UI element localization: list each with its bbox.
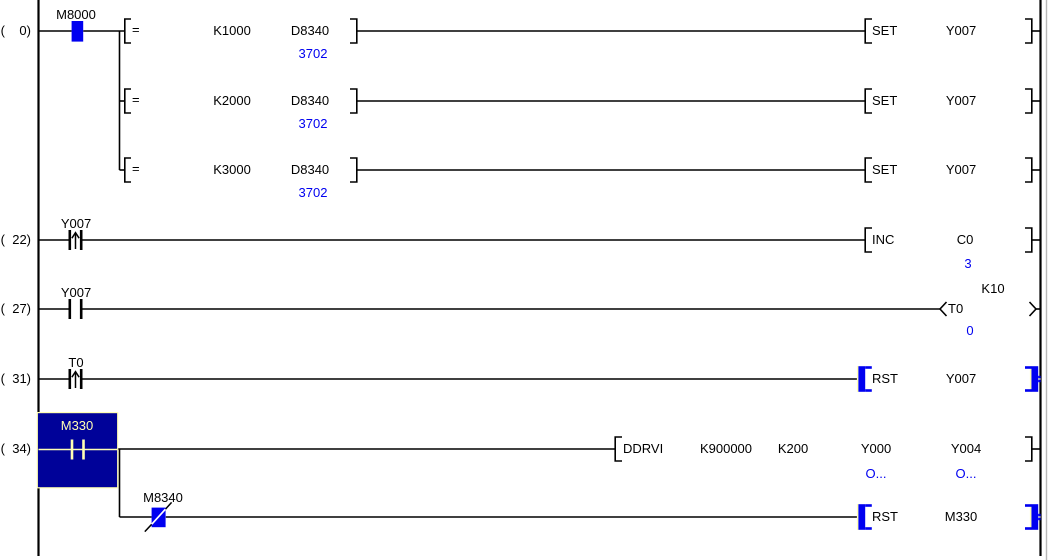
set-block-3[interactable] [864, 157, 1033, 183]
coil-dev[interactable]: T0 [948, 301, 964, 316]
monitor-value-t0: 0 [966, 323, 974, 338]
monitor-value-y004: O... [955, 466, 977, 481]
step-number-31: ( 31) [0, 371, 31, 386]
timer-coil-t0[interactable] [938, 301, 1040, 317]
rst-block-y007-energized[interactable] [856, 366, 1041, 392]
selection-cursor-m330[interactable] [36, 412, 119, 489]
rst-dev[interactable]: M330 [944, 509, 978, 524]
ddrvi-op4[interactable]: Y004 [950, 441, 982, 456]
rung-34-wires [117, 448, 1040, 517]
contact-y007-open[interactable] [68, 299, 83, 319]
contact-m8000-energized[interactable] [71, 21, 84, 42]
rst-cmd[interactable]: RST [872, 509, 898, 524]
monitor-value-y000: O... [865, 466, 887, 481]
set-dev[interactable]: Y007 [945, 23, 977, 38]
compare-dst[interactable]: D8340 [290, 23, 330, 38]
monitor-value-c0: 3 [964, 256, 972, 271]
rst-block-m330-energized[interactable] [856, 504, 1041, 530]
contact-label-y007-27[interactable]: Y007 [60, 285, 92, 300]
compare-src[interactable]: K3000 [213, 162, 251, 177]
ddrvi-op2[interactable]: K200 [777, 441, 809, 456]
compare-block-k2000[interactable] [124, 88, 358, 114]
inc-dev[interactable]: C0 [956, 232, 974, 247]
monitor-value-d8340: 3702 [298, 46, 328, 61]
compare-src[interactable]: K1000 [213, 23, 251, 38]
contact-label-m330[interactable]: M330 [60, 418, 94, 433]
set-block-2[interactable] [864, 88, 1033, 114]
set-dev[interactable]: Y007 [945, 93, 977, 108]
ddrvi-op3[interactable]: Y000 [860, 441, 892, 456]
contact-m8340-closed-energized[interactable] [144, 501, 173, 533]
compare-block-k1000[interactable] [124, 18, 358, 44]
step-number-22: ( 22) [0, 232, 31, 247]
compare-operator[interactable]: = [132, 22, 140, 37]
compare-operator[interactable]: = [132, 161, 140, 176]
ddrvi-block[interactable] [614, 436, 1033, 462]
compare-operator[interactable]: = [132, 92, 140, 107]
ddrvi-op1[interactable]: K900000 [699, 441, 753, 456]
set-cmd[interactable]: SET [872, 23, 898, 38]
compare-src[interactable]: K2000 [213, 93, 251, 108]
contact-label-y007-22[interactable]: Y007 [60, 216, 92, 231]
monitor-value-d8340: 3702 [298, 116, 328, 131]
compare-dst[interactable]: D8340 [290, 93, 330, 108]
step-number-27: ( 27) [0, 301, 31, 316]
ddrvi-cmd[interactable]: DDRVI [623, 441, 664, 456]
step-number-0: ( 0) [0, 23, 31, 38]
set-cmd[interactable]: SET [872, 162, 898, 177]
monitor-value-d8340: 3702 [298, 185, 328, 200]
contact-label-m8000[interactable]: M8000 [56, 7, 96, 22]
contact-label-t0[interactable]: T0 [68, 355, 84, 370]
inc-cmd[interactable]: INC [872, 232, 895, 247]
inc-block[interactable] [864, 227, 1033, 253]
rung-0-wires [39, 30, 1040, 171]
step-number-34: ( 34) [0, 441, 31, 456]
compare-block-k3000[interactable] [124, 157, 358, 183]
contact-t0-rising-pulse[interactable] [68, 369, 83, 389]
set-cmd[interactable]: SET [872, 93, 898, 108]
timer-preset: K10 [981, 281, 1005, 296]
rst-cmd[interactable]: RST [872, 371, 898, 386]
set-dev[interactable]: Y007 [945, 162, 977, 177]
contact-y007-rising-pulse[interactable] [68, 230, 83, 250]
set-block-1[interactable] [864, 18, 1033, 44]
compare-dst[interactable]: D8340 [290, 162, 330, 177]
rst-dev[interactable]: Y007 [945, 371, 977, 386]
contact-label-m8340[interactable]: M8340 [143, 490, 183, 505]
